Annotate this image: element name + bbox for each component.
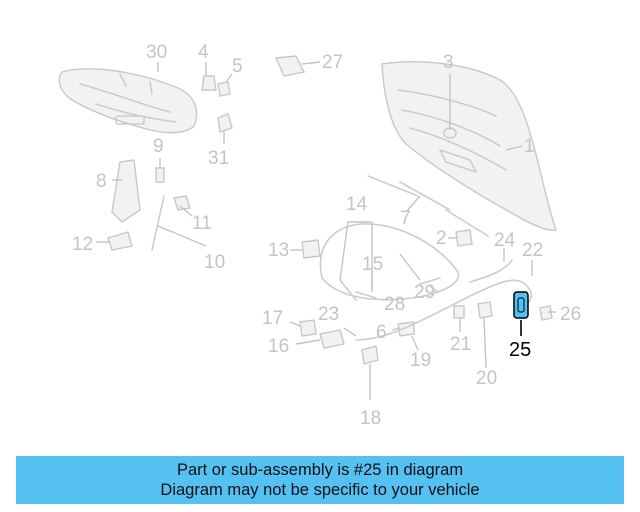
callout-27: 27 [322,52,343,73]
callout-9: 9 [153,136,164,157]
leader-lines [96,61,556,400]
banner-line-part: Part or sub-assembly is #25 in diagram [176,461,464,479]
callout-21: 21 [450,334,471,355]
part-25-highlight [513,291,529,319]
callout-4: 4 [198,42,209,63]
hood-panel-part [381,61,557,231]
callout-1: 1 [524,136,535,157]
callout-3: 3 [443,52,454,73]
callout-20: 20 [476,368,497,389]
callout-28: 28 [384,294,405,315]
parts-diagram: 30 4 5 27 3 1 9 31 8 11 10 12 14 7 2 24 … [58,42,581,429]
callout-13: 13 [268,240,289,261]
callout-10: 10 [204,252,225,273]
banner-line-disclaimer: Diagram may not be specific to your vehi… [160,481,480,499]
callout-24: 24 [494,230,516,251]
callout-15: 15 [362,254,383,275]
hood-insulator-part [58,68,198,134]
callout-7: 7 [400,208,411,229]
callout-17: 17 [262,308,283,329]
callout-5: 5 [232,56,243,77]
callout-19: 19 [410,350,431,371]
callout-6: 6 [376,322,387,343]
callout-2: 2 [436,228,447,249]
callout-labels: 30 4 5 27 3 1 9 31 8 11 10 12 14 7 2 24 … [72,42,581,429]
callout-25: 25 [509,339,531,361]
callout-31: 31 [208,148,229,169]
callout-16: 16 [268,336,289,357]
info-banner: Part or sub-assembly is #25 in diagram D… [16,456,624,504]
callout-18: 18 [360,408,381,429]
callout-29: 29 [414,282,435,303]
callout-8: 8 [96,171,107,192]
seal-and-cable [319,175,533,341]
callout-12: 12 [72,234,93,255]
callout-11: 11 [192,213,212,234]
callout-30: 30 [146,42,167,63]
callout-14: 14 [346,194,368,215]
callout-23: 23 [318,304,339,325]
callout-26: 26 [560,304,581,325]
small-parts [107,55,553,365]
callout-22: 22 [522,240,543,261]
